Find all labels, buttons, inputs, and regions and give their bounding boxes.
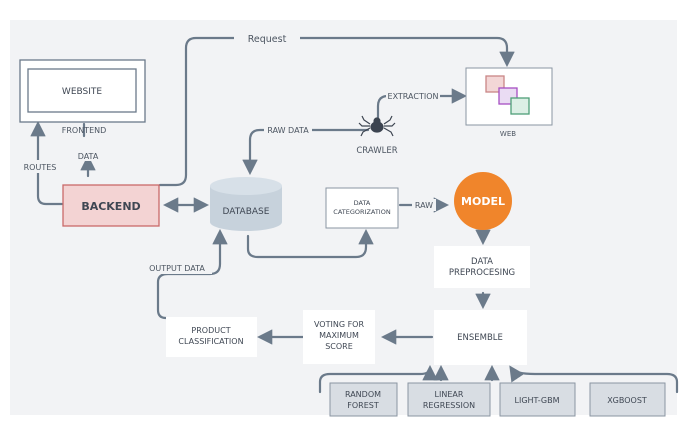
web-label: WEB [500, 130, 516, 138]
output-data-arrow [156, 228, 228, 320]
web-node: WEB [465, 67, 553, 138]
data-categorization-node: DATA CATEGORIZATION [325, 187, 399, 229]
website-label: WEBSITE [62, 87, 102, 97]
random-forest-arrow [318, 364, 438, 394]
voting-line-3: SCORE [325, 342, 353, 351]
raw-label: RAW [415, 201, 433, 210]
raw-data-arrow [242, 128, 370, 176]
model-label: MODEL [461, 195, 505, 208]
routes-label: ROUTES [24, 163, 57, 172]
product-classification-line-1: PRODUCT [191, 326, 230, 335]
database-node: DATABASE [210, 177, 282, 231]
database-categorization-arrow [246, 228, 374, 259]
product-classification-node: PRODUCT CLASSIFICATION [166, 317, 257, 357]
output-data-label: OUTPUT DATA [149, 264, 205, 273]
model-node: MODEL [454, 172, 512, 230]
extraction-label: EXTRACTION [388, 92, 439, 101]
data-preprocessing-line-1: DATA [471, 257, 493, 267]
spider-icon [358, 115, 396, 137]
request-arrow [158, 36, 515, 187]
data-categorization-line-2: CATEGORIZATION [333, 208, 391, 216]
voting-line-2: MAXIMUM [319, 331, 359, 340]
light-gbm-node: LIGHT-GBM [499, 382, 576, 417]
voting-line-1: VOTING FOR [314, 320, 365, 329]
backend-node: BACKEND [62, 184, 160, 227]
data-label: DATA [78, 152, 99, 161]
database-label: DATABASE [223, 207, 270, 217]
ensemble-label: ENSEMBLE [457, 333, 503, 343]
data-preprocessing-line-2: PREPROCESING [449, 268, 515, 278]
linear-regression-node: LINEAR REGRESSION [407, 382, 491, 417]
linear-regression-line-2: REGRESSION [423, 401, 475, 410]
xgboost-arrow [509, 365, 679, 394]
random-forest-line-2: FOREST [347, 401, 379, 410]
random-forest-line-1: RANDOM [345, 390, 381, 399]
web-square-3 [510, 97, 530, 115]
backend-label: BACKEND [81, 200, 140, 213]
model-circle [454, 172, 512, 230]
routes-arrow [30, 120, 64, 206]
product-classification-line-2: CLASSIFICATION [178, 337, 243, 346]
request-label: Request [248, 34, 287, 45]
website-node: WEBSITE [19, 59, 146, 123]
light-gbm-label: LIGHT-GBM [515, 396, 560, 405]
data-preprocessing-node: DATA PREPROCESING [434, 246, 530, 288]
ensemble-node: ENSEMBLE [434, 310, 527, 365]
frontend-label: FRONTEND [62, 126, 107, 135]
crawler-label: CRAWLER [356, 146, 397, 156]
crawler-node: CRAWLER [356, 115, 398, 156]
backend-box [62, 184, 160, 227]
random-forest-node: RANDOM FOREST [329, 382, 398, 417]
data-categorization-line-1: DATA [354, 199, 371, 207]
linear-regression-line-1: LINEAR [435, 390, 464, 399]
voting-node: VOTING FOR MAXIMUM SCORE [303, 310, 375, 364]
raw-data-label: RAW DATA [267, 126, 309, 135]
xgboost-label: XGBOOST [607, 396, 647, 405]
xgboost-node: XGBOOST [589, 382, 666, 417]
database-cylinder [210, 186, 282, 231]
